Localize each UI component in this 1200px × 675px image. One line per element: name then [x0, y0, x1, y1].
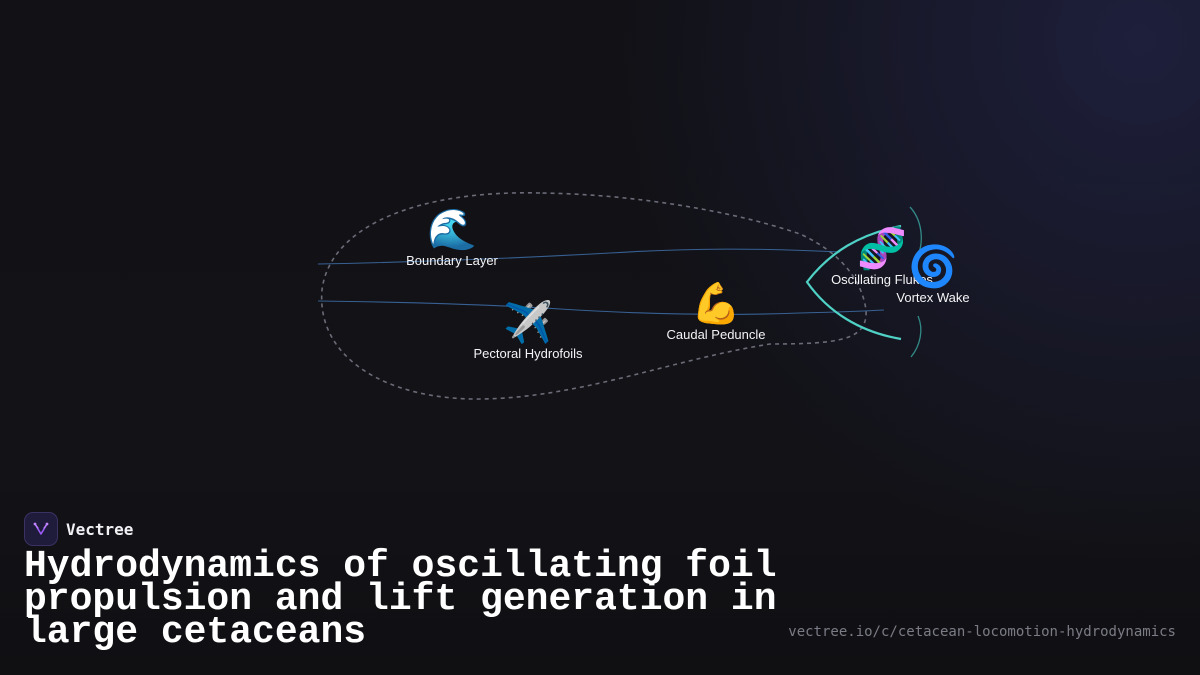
node-label: Oscillating Flukes — [831, 272, 933, 287]
cyclone-icon: 🌀 — [908, 244, 958, 290]
wave-icon: 🌊 — [427, 207, 477, 253]
fluke-curve — [805, 224, 902, 341]
flow-line-lower — [317, 300, 885, 315]
node-label: Caudal Peduncle — [666, 327, 766, 342]
page-title: Hydrodynamics of oscillating foil propul… — [24, 545, 777, 654]
wake-arc-upper — [909, 206, 922, 257]
node-boundary-layer: 🌊 Boundary Layer — [406, 207, 498, 269]
flexed-bicep-icon: 💪 — [691, 281, 741, 327]
brand-name: Vectree — [66, 519, 134, 539]
wake-arc-lower — [910, 315, 922, 358]
vectree-logo-icon — [24, 512, 58, 546]
dna-icon: 🧬 — [857, 226, 907, 272]
node-pectoral-hydrofoils: ✈️ Pectoral Hydrofoils — [473, 300, 582, 362]
node-caudal-peduncle: 💪 Caudal Peduncle — [666, 281, 765, 343]
page-url: vectree.io/c/cetacean-locomotion-hydrody… — [788, 624, 1176, 640]
body-outline — [320, 192, 867, 400]
node-label: Boundary Layer — [406, 253, 498, 268]
airplane-icon: ✈️ — [503, 300, 553, 346]
node-vortex-wake: 🌀 Vortex Wake — [896, 244, 969, 306]
node-oscillating-flukes: 🧬 Oscillating Flukes — [831, 226, 933, 288]
brand: Vectree — [24, 512, 133, 546]
flow-line-upper — [317, 248, 841, 265]
node-label: Vortex Wake — [896, 290, 970, 305]
node-label: Pectoral Hydrofoils — [473, 346, 583, 361]
